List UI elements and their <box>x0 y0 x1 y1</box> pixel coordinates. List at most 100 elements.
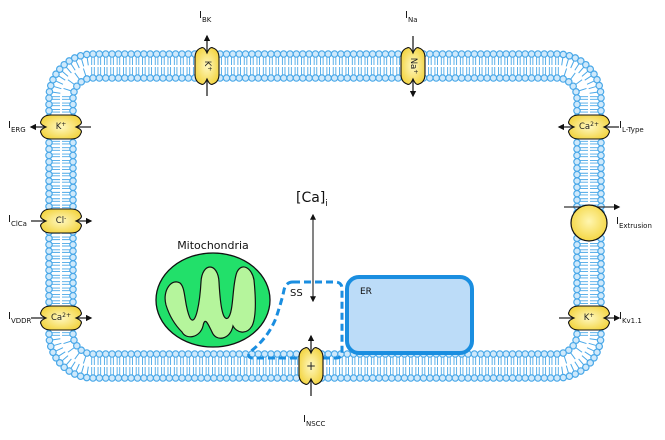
lipid-head <box>438 374 447 382</box>
lipid-head <box>426 50 434 58</box>
lipid-head <box>69 266 77 275</box>
lipid-tail <box>75 363 80 372</box>
lipid-tail <box>542 367 547 375</box>
lipid-tail <box>262 367 267 375</box>
lipid-tail <box>288 367 292 375</box>
lipid-tail <box>275 57 280 65</box>
lipid-head <box>573 279 581 287</box>
lipid-head <box>349 374 358 382</box>
lipid-head <box>515 50 523 58</box>
lipid-tail <box>581 70 589 77</box>
lipid-head <box>279 350 288 358</box>
lipid-head <box>159 350 167 358</box>
lipid-head <box>69 279 77 287</box>
lipid-head <box>438 50 447 58</box>
lipid-head <box>381 50 390 58</box>
lipid-head <box>362 50 371 58</box>
lipid-head <box>521 74 530 82</box>
lipid-tail <box>590 172 598 177</box>
label-i-clca: IClCa <box>8 214 27 228</box>
lipid-tail <box>389 357 394 365</box>
lipid-head <box>254 50 263 58</box>
lipid-head <box>69 106 77 115</box>
lipid-tail <box>62 255 70 260</box>
lipid-head <box>534 374 542 382</box>
lipid-head <box>267 74 275 82</box>
lipid-tail <box>580 109 588 113</box>
lipid-tail <box>510 357 515 365</box>
lipid-tail <box>62 281 70 285</box>
lipid-tail <box>275 367 280 375</box>
lipid-head <box>45 336 54 345</box>
label-i-bk: IBK <box>199 10 212 24</box>
lipid-head <box>451 374 460 382</box>
lipid-tail <box>52 236 60 241</box>
lipid-head <box>553 374 561 382</box>
lipid-tail <box>75 60 80 69</box>
lipid-head <box>101 50 110 58</box>
lipid-tail <box>326 367 330 375</box>
lipid-tail <box>434 367 438 375</box>
lipid-head <box>573 106 581 115</box>
lipid-tail <box>281 57 286 65</box>
cell-membrane <box>45 50 605 382</box>
lipid-tail <box>256 57 261 65</box>
lipid-tail <box>62 109 70 113</box>
lipid-head <box>82 50 91 59</box>
erg-channel-body <box>40 114 82 140</box>
lipid-head <box>190 350 199 358</box>
lipid-tail <box>555 367 559 375</box>
lipid-head <box>178 350 186 358</box>
lipid-tail <box>561 57 564 66</box>
lipid-tail <box>555 67 559 75</box>
lipid-tail <box>517 67 521 75</box>
lipid-head <box>69 145 77 153</box>
lipid-head <box>203 350 212 358</box>
lipid-head <box>45 145 53 153</box>
lipid-head <box>69 253 77 262</box>
lipid-head <box>45 291 53 300</box>
lipid-tail <box>142 57 146 65</box>
lipid-head <box>553 74 561 82</box>
label-i-nscc: INSCC <box>303 414 326 428</box>
lipid-tail <box>62 191 70 196</box>
lipid-head <box>114 374 123 382</box>
lipid-head <box>597 183 605 192</box>
lipid-tail <box>320 57 324 65</box>
lipid-tail <box>578 340 587 345</box>
lipid-tail <box>161 367 165 375</box>
lipid-tail <box>224 367 229 375</box>
lipid-head <box>597 285 605 294</box>
lipid-head <box>445 50 453 58</box>
lipid-head <box>573 94 581 102</box>
lipid-head <box>184 374 193 382</box>
lipid-head <box>45 285 53 294</box>
lipid-head <box>235 374 243 382</box>
lipid-head <box>286 74 294 82</box>
lipid-tail <box>510 367 515 375</box>
lipid-tail <box>269 367 273 375</box>
lipid-head <box>222 350 231 358</box>
lipid-head <box>178 74 186 82</box>
lipid-tail <box>580 281 588 285</box>
channel-extrusion <box>564 203 621 242</box>
lipid-head <box>356 374 364 382</box>
lipid-head <box>521 50 530 58</box>
lipid-head <box>527 50 536 58</box>
lipid-head <box>69 196 77 204</box>
lipid-tail <box>504 57 508 65</box>
lipid-tail <box>580 179 588 183</box>
lipid-head <box>159 374 167 382</box>
lipid-head <box>426 374 434 382</box>
lipid-tail <box>396 367 400 375</box>
lipid-head <box>330 350 339 358</box>
lipid-tail <box>504 67 508 75</box>
lipid-head <box>69 177 77 185</box>
lipid-head <box>540 50 549 58</box>
lipid-tail <box>491 57 496 65</box>
lipid-head <box>45 177 53 185</box>
lipid-tail <box>212 367 216 375</box>
lipid-tail <box>180 367 184 375</box>
lipid-head <box>573 183 581 192</box>
lipid-tail <box>428 367 432 375</box>
